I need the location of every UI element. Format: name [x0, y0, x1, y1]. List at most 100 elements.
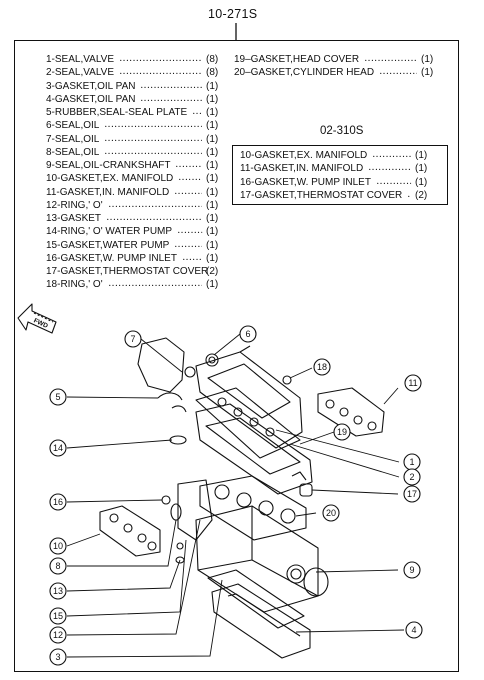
parts-left-row: 16-GASKET,W. PUMP INLET•••••••••••••••••…	[46, 252, 202, 265]
subkit-row: 17-GASKET,THERMOSTAT COVER ••••••••••••••…	[240, 189, 411, 202]
part-label: 12-RING,' O'	[46, 199, 103, 211]
part-quantity: (1)	[206, 93, 219, 105]
callout-number-18: 18	[317, 362, 327, 372]
cylinder-head-gasket	[199, 475, 307, 541]
subkit-number: 02-310S	[320, 125, 364, 137]
subkit-row: 11-GASKET,IN. MANIFOLD••••••••••••••••••…	[240, 162, 411, 175]
part-label: 20–GASKET,CYLINDER HEAD	[234, 67, 375, 79]
leader-dots: ••••••••••••••••••••••••••••••••••••••••	[141, 84, 202, 90]
part-quantity: (1)	[206, 160, 219, 171]
cylinder-head	[195, 403, 313, 495]
part-quantity: (1)	[421, 67, 434, 79]
callout-number-13: 13	[53, 586, 63, 596]
part-label: 2-SEAL,VALVE	[46, 67, 114, 79]
parts-left-row: 1-SEAL,VALVE ••••••••••••••••••••••••••••…	[46, 53, 202, 66]
part-label: 5-RUBBER,SEAL-SEAL PLATE	[46, 107, 188, 118]
leader-dots: ••••••••••••••••••••••••••••••••••••••••	[109, 283, 202, 289]
parts-left-row: 13-GASKET •••••••••••••••••••••••••••••••…	[46, 212, 202, 225]
parts-left-row: 18-RING,' O'••••••••••••••••••••••••••••…	[46, 278, 202, 291]
callout-number-16: 16	[53, 497, 63, 507]
part-quantity: (1)	[206, 120, 219, 132]
callout-number-7: 7	[130, 334, 135, 344]
part-label: 1-SEAL,VALVE	[46, 54, 114, 65]
callout-number-3: 3	[55, 652, 60, 662]
parts-left-row: 5-RUBBER,SEAL-SEAL PLATE ••••••••••••••••…	[46, 106, 202, 119]
leader-dots: ••••••••••••••••••••••••••••••••••••••••	[408, 193, 411, 199]
part-quantity: (1)	[206, 239, 219, 251]
in-manifold-gasket	[317, 387, 385, 437]
parts-left-row: 2-SEAL,VALVE ••••••••••••••••••••••••••••…	[46, 66, 202, 79]
parts-left-row: 6-SEAL,OIL ••••••••••••••••••••••••••••••…	[46, 119, 202, 132]
callout-number-1: 1	[409, 457, 414, 467]
callout-number-4: 4	[411, 625, 416, 635]
part-quantity: (1)	[206, 252, 219, 264]
water-pump	[177, 479, 213, 541]
parts-left-row: 3-GASKET,OIL PAN ••••••••••••••••••••••••…	[46, 80, 202, 93]
part-quantity: (1)	[206, 279, 219, 291]
diagram-frame	[14, 40, 459, 672]
part-label: 4-GASKET,OIL PAN	[46, 93, 136, 105]
part-quantity: (1)	[206, 173, 219, 185]
parts-right-row: 20–GASKET,CYLINDER HEAD •••••••••••••••••…	[234, 66, 417, 79]
ex-manifold-gasket	[99, 505, 161, 557]
parts-left-row: 15-GASKET,WATER PUMP••••••••••••••••••••…	[46, 239, 202, 252]
oil-seal-8	[176, 542, 184, 550]
part-quantity: (1)	[415, 176, 428, 188]
callout-number-14: 14	[53, 443, 63, 453]
part-label: 3-GASKET,OIL PAN	[46, 80, 136, 92]
callout-number-12: 12	[53, 630, 63, 640]
part-quantity: (1)	[206, 80, 219, 92]
part-label: 17-GASKET,THERMOSTAT COVER	[46, 266, 209, 277]
water-pump-inlet-gasket	[161, 495, 171, 505]
head-cover	[195, 351, 303, 449]
part-label: 13-GASKET	[46, 213, 102, 224]
parts-left-row: 12-RING,' O' ••••••••••••••••••••••••••••…	[46, 199, 202, 212]
callout-number-19: 19	[337, 427, 347, 437]
leader-dots: ••••••••••••••••••••••••••••••••••••••••	[377, 180, 411, 186]
part-label: 9-SEAL,OIL-CRANKSHAFT	[46, 160, 171, 171]
part-label: 17-GASKET,THERMOSTAT COVER	[240, 189, 403, 201]
leader-dots: ••••••••••••••••••••••••••••••••••••••••	[120, 58, 202, 63]
rubber-seal	[157, 392, 183, 401]
parts-left-row: 8-SEAL,OIL••••••••••••••••••••••••••••••…	[46, 146, 202, 159]
callout-number-5: 5	[55, 392, 60, 402]
part-label: 8-SEAL,OIL	[46, 146, 100, 158]
oil-seal-6	[205, 353, 219, 367]
callout-number-6: 6	[245, 329, 250, 339]
subkit-row: 16-GASKET,W. PUMP INLET•••••••••••••••••…	[240, 176, 411, 189]
leader-dots: ••••••••••••••••••••••••••••••••••••••••	[365, 58, 417, 63]
part-label: 11-GASKET,IN. MANIFOLD	[46, 186, 170, 198]
timing-cover	[137, 337, 185, 393]
part-quantity: (1)	[415, 150, 428, 161]
callout-number-9: 9	[409, 565, 414, 575]
leader-dots: ••••••••••••••••••••••••••••••••••••••••	[141, 97, 202, 103]
part-quantity: (1)	[206, 133, 219, 145]
parts-right-row: 19–GASKET,HEAD COVER••••••••••••••••••••…	[234, 53, 417, 66]
leader-dots: ••••••••••••••••••••••••••••••••••••••••	[107, 217, 202, 222]
part-quantity: (1)	[206, 226, 219, 238]
leader-dots: ••••••••••••••••••••••••••••••••••••••••	[109, 203, 202, 209]
subkit-box	[232, 145, 448, 205]
callout-number-8: 8	[55, 561, 60, 571]
leader-dots: ••••••••••••••••••••••••••••••••••••••••	[120, 71, 202, 77]
leader-dots: ••••••••••••••••••••••••••••••••••••••••	[178, 230, 202, 236]
leader-dots: ••••••••••••••••••••••••••••••••••••••••	[175, 243, 202, 249]
head-cover-gasket	[195, 387, 301, 459]
parts-left-row: 9-SEAL,OIL-CRANKSHAFT•••••••••••••••••••…	[46, 159, 202, 172]
leader-dots: ••••••••••••••••••••••••••••••••••••••••	[183, 256, 202, 262]
callout-number-20: 20	[326, 508, 336, 518]
part-quantity: (1)	[206, 146, 219, 158]
part-label: 6-SEAL,OIL	[46, 120, 100, 132]
callouts	[49, 325, 423, 666]
fwd-arrow-icon	[17, 303, 57, 334]
part-quantity: (1)	[206, 213, 219, 224]
parts-left-row: 17-GASKET,THERMOSTAT COVER••••••••••••••…	[46, 265, 208, 278]
part-label: 10-GASKET,EX. MANIFOLD	[240, 150, 368, 161]
water-pump-o-ring	[169, 435, 187, 445]
leader-dots: ••••••••••••••••••••••••••••••••••••••••	[380, 71, 417, 77]
leader-dots: ••••••••••••••••••••••••••••••••••••••••	[373, 154, 411, 159]
leader-dots: ••••••••••••••••••••••••••••••••••••••••	[105, 124, 202, 130]
leader-dots: ••••••••••••••••••••••••••••••••••••••••	[193, 111, 202, 116]
